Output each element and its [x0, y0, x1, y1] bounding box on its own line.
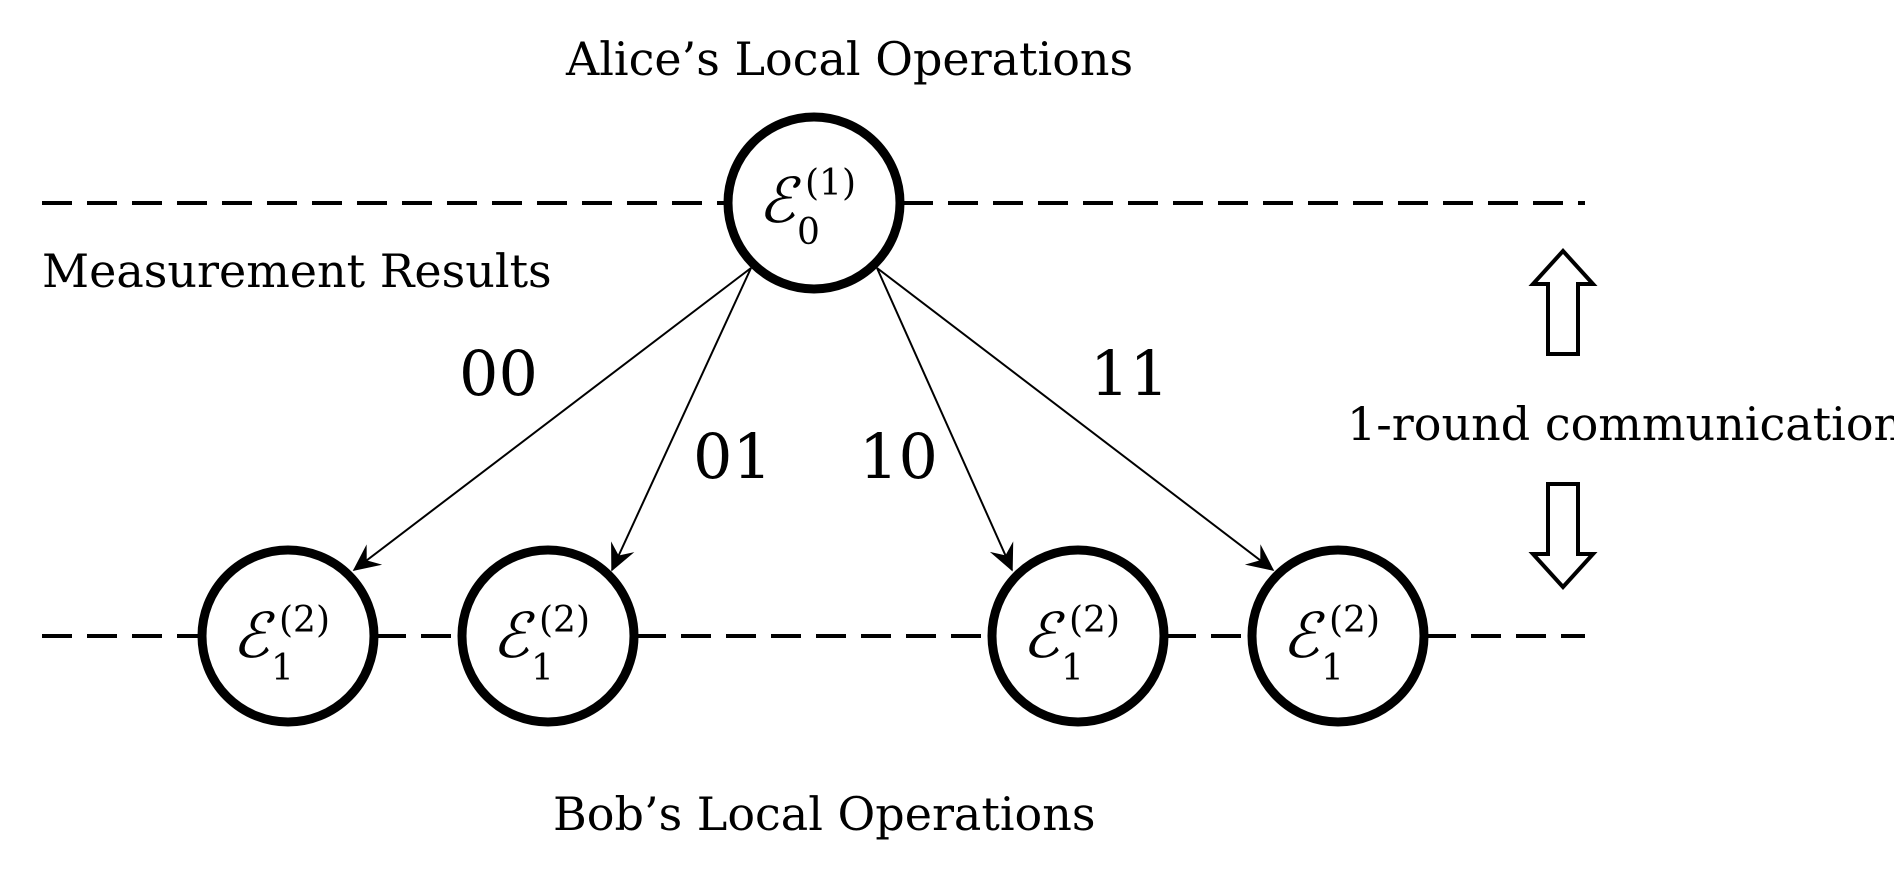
child-node-superscript: (2) [1069, 600, 1120, 641]
edge-label-11: 11 [1090, 337, 1169, 410]
down-arrow-icon [1528, 482, 1598, 590]
edge-label-00: 00 [459, 337, 538, 410]
alice-operations-label: Alice’s Local Operations [565, 32, 1133, 86]
edge-10-arrow [876, 267, 1014, 572]
edge-00-arrow [352, 267, 752, 571]
child-node-superscript: (2) [1329, 600, 1380, 641]
communication-label: 1-round communication [1347, 397, 1894, 451]
child-node-superscript: (2) [539, 600, 590, 641]
child-node-symbol: ℰ [232, 603, 275, 671]
child-node-01: ℰ (2) 1 [457, 545, 639, 727]
child-node-superscript: (2) [279, 600, 330, 641]
child-node-symbol: ℰ [1282, 603, 1325, 671]
child-node-symbol: ℰ [1022, 603, 1065, 671]
up-arrow-icon [1528, 248, 1598, 356]
bob-operations-label: Bob’s Local Operations [553, 787, 1095, 841]
root-node-subscript: 0 [797, 212, 820, 253]
child-node-symbol: ℰ [492, 603, 535, 671]
edge-11-arrow [876, 267, 1275, 571]
child-node-subscript: 1 [531, 648, 554, 689]
child-node-subscript: 1 [271, 648, 294, 689]
child-node-subscript: 1 [1061, 648, 1084, 689]
edge-01-arrow [611, 267, 752, 572]
child-node-subscript: 1 [1321, 648, 1344, 689]
root-node: ℰ (1) 0 [723, 112, 905, 294]
child-node-10: ℰ (2) 1 [987, 545, 1169, 727]
child-node-11: ℰ (2) 1 [1247, 545, 1429, 727]
root-node-superscript: (1) [805, 163, 856, 204]
edge-label-01: 01 [693, 420, 772, 493]
root-node-symbol: ℰ [758, 168, 801, 236]
edge-label-10: 10 [859, 420, 938, 493]
measurement-results-label: Measurement Results [42, 244, 552, 298]
child-node-00: ℰ (2) 1 [197, 545, 379, 727]
